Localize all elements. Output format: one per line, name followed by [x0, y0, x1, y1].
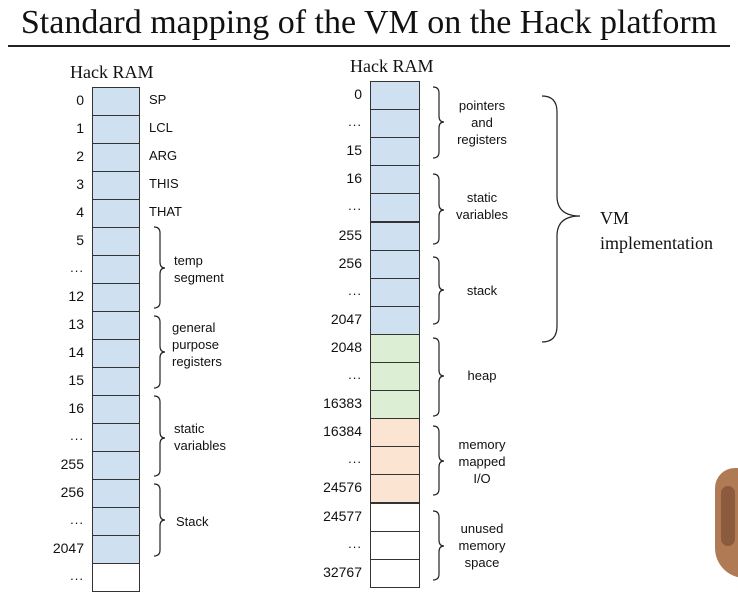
right-static-variables-label: static variables [455, 190, 509, 222]
right-address-label: 16 [346, 170, 362, 187]
left-address-label: ... [70, 512, 84, 527]
right-address-label: 2047 [330, 310, 362, 327]
right-memory-cell [370, 221, 420, 251]
unused-memory-space-label: unused memory space [458, 521, 506, 570]
memory-mapped-io-label: memory mapped I/O [458, 437, 506, 486]
register-label-that: THAT [149, 204, 182, 219]
right-address-label: 15 [346, 142, 362, 159]
right-ram-title: Hack RAM [350, 56, 434, 76]
right-address-label: 256 [338, 254, 362, 271]
pointers-and-registers-label: pointers and registers [457, 98, 507, 147]
left-memory-cell [92, 563, 140, 592]
memory-mapped-io-brace [432, 425, 445, 496]
left-address-label: 255 [60, 456, 84, 472]
left-memory-cell [92, 115, 140, 144]
left-static-variables-label: static variables [174, 421, 227, 453]
right-address-label: 24577 [323, 507, 362, 524]
right-memory-cell [370, 558, 420, 588]
heap-brace [432, 337, 445, 417]
register-label-lcl: LCL [149, 120, 173, 135]
left-memory-cell [92, 143, 140, 172]
left-static-brace [153, 395, 166, 477]
left-address-label: 1 [76, 120, 84, 136]
left-address-label: 12 [68, 288, 84, 304]
page-title: Standard mapping of the VM on the Hack p… [20, 4, 718, 41]
right-memory-cell [370, 109, 420, 139]
right-address-label: 255 [338, 226, 362, 243]
right-address-label: 16384 [323, 423, 362, 440]
right-memory-cell [370, 81, 420, 111]
left-memory-cell [92, 227, 140, 256]
left-ram-title: Hack RAM [70, 62, 154, 82]
temp-segment-brace [153, 226, 166, 309]
left-stack-brace [153, 483, 166, 557]
temp-segment-label: temp segment [174, 253, 224, 285]
left-address-label: ... [70, 568, 84, 583]
left-memory-cell [92, 535, 140, 564]
right-address-label: 16383 [323, 395, 362, 412]
right-memory-cell [370, 474, 420, 504]
register-label-this: THIS [149, 176, 179, 191]
register-label-sp: SP [149, 92, 167, 107]
left-memory-cell [92, 87, 140, 116]
left-stack-label: Stack [176, 514, 209, 529]
left-address-label: 3 [76, 176, 84, 192]
heap-label: heap [467, 368, 497, 383]
right-memory-cell [370, 193, 420, 223]
left-address-label: 5 [76, 232, 84, 248]
left-address-label: 2 [76, 148, 84, 164]
left-address-label: 0 [76, 92, 84, 108]
right-address-label: ... [348, 367, 362, 382]
general-purpose-registers-label: general purpose registers [172, 320, 222, 369]
title-divider [8, 45, 730, 47]
right-stack-brace [432, 256, 445, 325]
left-memory-cell [92, 171, 140, 200]
left-address-label: 16 [68, 400, 84, 416]
pointers-brace [432, 86, 445, 159]
unused-memory-brace [432, 510, 445, 581]
vm-implementation-label: VM implementation [600, 208, 713, 253]
right-stack-label: stack [466, 283, 498, 298]
left-address-label: ... [70, 260, 84, 275]
left-address-label: 2047 [52, 540, 84, 556]
right-address-label: 32767 [323, 563, 362, 580]
register-label-arg: ARG [149, 148, 178, 163]
left-address-label: 13 [68, 316, 84, 332]
right-address-label: ... [348, 535, 362, 551]
left-address-label: 14 [68, 344, 84, 360]
right-address-label: ... [348, 282, 362, 298]
right-address-label: 0 [354, 86, 362, 102]
right-address-label: ... [348, 198, 362, 214]
left-memory-cell [92, 423, 140, 452]
left-memory-cell [92, 199, 140, 228]
right-address-label: 2048 [330, 338, 362, 355]
left-address-label: 4 [76, 204, 84, 220]
right-address-label: ... [348, 451, 362, 467]
left-address-label: 256 [60, 484, 84, 500]
left-address-label: 15 [68, 372, 84, 388]
left-address-label: ... [70, 428, 84, 443]
presenter-partial-image [715, 468, 738, 578]
left-memory-cell [92, 451, 140, 480]
general-purpose-brace [153, 315, 166, 389]
vm-implementation-brace [541, 95, 581, 343]
right-static-brace [432, 173, 445, 245]
right-address-label: 24576 [323, 479, 362, 496]
right-address-label: ... [348, 114, 362, 130]
left-memory-cell [92, 507, 140, 536]
